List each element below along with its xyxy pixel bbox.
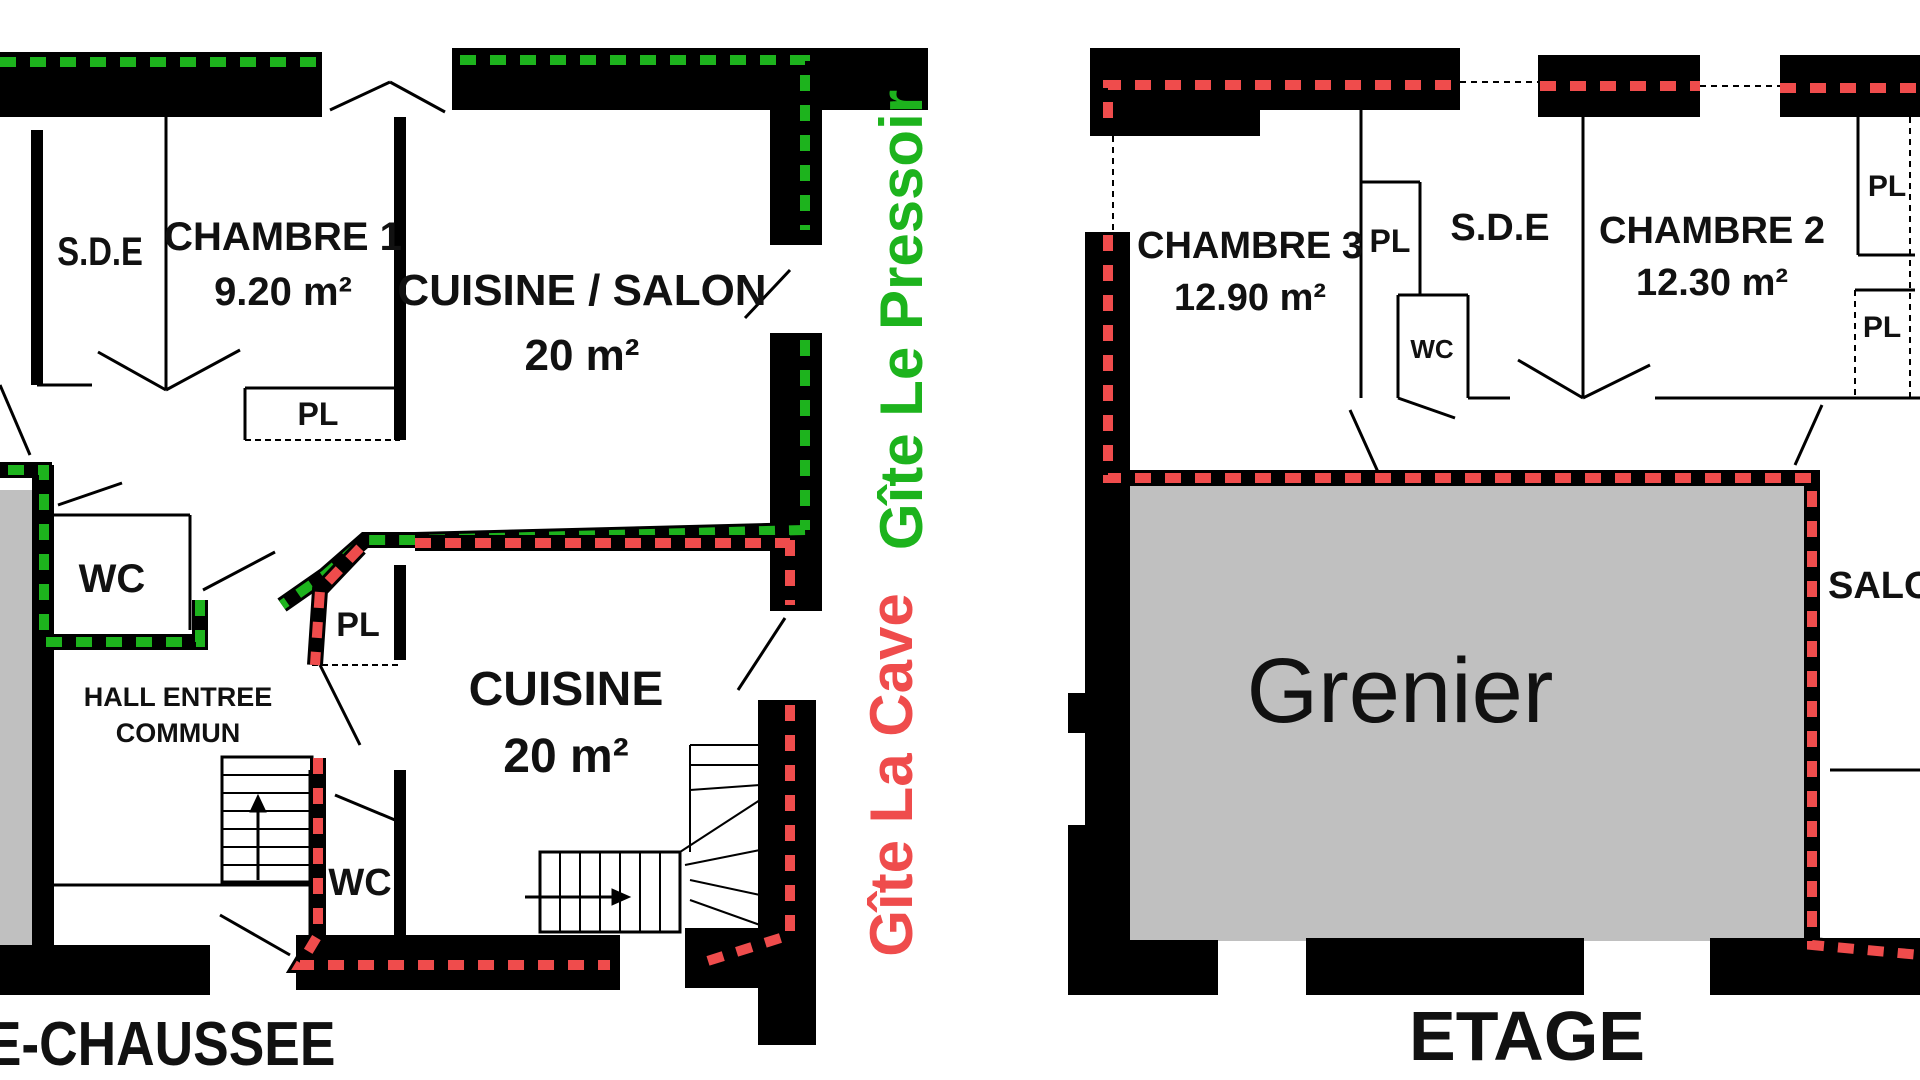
wall-mid-inner xyxy=(1110,478,1126,941)
gite-cave-label: Gîte La Cave xyxy=(858,593,925,957)
room-label-wc3: WC xyxy=(1410,334,1454,364)
gite-cave-boundary xyxy=(285,535,798,973)
room-label-cuisine: CUISINE xyxy=(469,663,664,716)
wall-left-notch xyxy=(1068,693,1118,733)
room-label-pl2: PL xyxy=(336,606,379,644)
room-label-chambre3: CHAMBRE 3 xyxy=(1137,225,1363,267)
wall-right-upper xyxy=(770,60,822,245)
ground-left-grey-area xyxy=(0,490,32,945)
room-label-hall-line2: COMMUN xyxy=(116,718,240,748)
ground-partitions xyxy=(0,80,792,957)
room-label-salon: SALON xyxy=(1828,565,1920,607)
upper-partitions xyxy=(1112,81,1920,772)
gite-pressoir-boundary xyxy=(0,52,813,650)
wall-bottom-1 xyxy=(1068,940,1218,995)
gite-pressoir-label: Gîte Le Pressoir xyxy=(868,90,935,550)
room-label-sde-upper: S.D.E xyxy=(1450,207,1549,249)
room-label-cuisine-salon: CUISINE / SALON xyxy=(397,266,766,315)
room-label-chambre1: CHAMBRE 1 xyxy=(164,215,402,259)
floor-title-upper: ETAGE xyxy=(1409,997,1645,1075)
room-label-wc2: WC xyxy=(328,862,391,904)
grenier-area xyxy=(1110,478,1810,941)
room-area-cuisine-salon: 20 m² xyxy=(525,331,640,380)
room-label-sde-ground: S.D.E xyxy=(57,229,143,274)
wall-bottom-left xyxy=(0,945,210,995)
room-area-chambre3: 12.90 m² xyxy=(1174,277,1326,319)
room-area-chambre1: 9.20 m² xyxy=(214,270,352,314)
room-label-pl5: PL xyxy=(1863,311,1901,344)
room-label-pl4: PL xyxy=(1868,170,1906,203)
room-label-wc1: WC xyxy=(79,557,146,601)
floor-title-ground: REZ-DE-CHAUSSEE xyxy=(0,1010,335,1079)
wall-bottom-2 xyxy=(1306,938,1584,995)
room-label-chambre2: CHAMBRE 2 xyxy=(1599,210,1825,252)
upper-floor-plan: CHAMBRE 3 12.90 m² PL S.D.E WC CHAMBRE 2… xyxy=(1068,48,1920,1075)
ground-floor-plan: S.D.E CHAMBRE 1 9.20 m² CUISINE / SALON … xyxy=(0,48,928,1079)
room-area-chambre2: 12.30 m² xyxy=(1636,262,1788,304)
room-label-pl1: PL xyxy=(298,396,339,432)
room-label-grenier: Grenier xyxy=(1247,640,1554,742)
room-label-pl3: PL xyxy=(1370,223,1411,259)
room-area-cuisine: 20 m² xyxy=(503,730,628,783)
gite-cave-boundary-upper xyxy=(1100,77,1920,963)
room-label-hall-line1: HALL ENTREE xyxy=(84,682,273,712)
